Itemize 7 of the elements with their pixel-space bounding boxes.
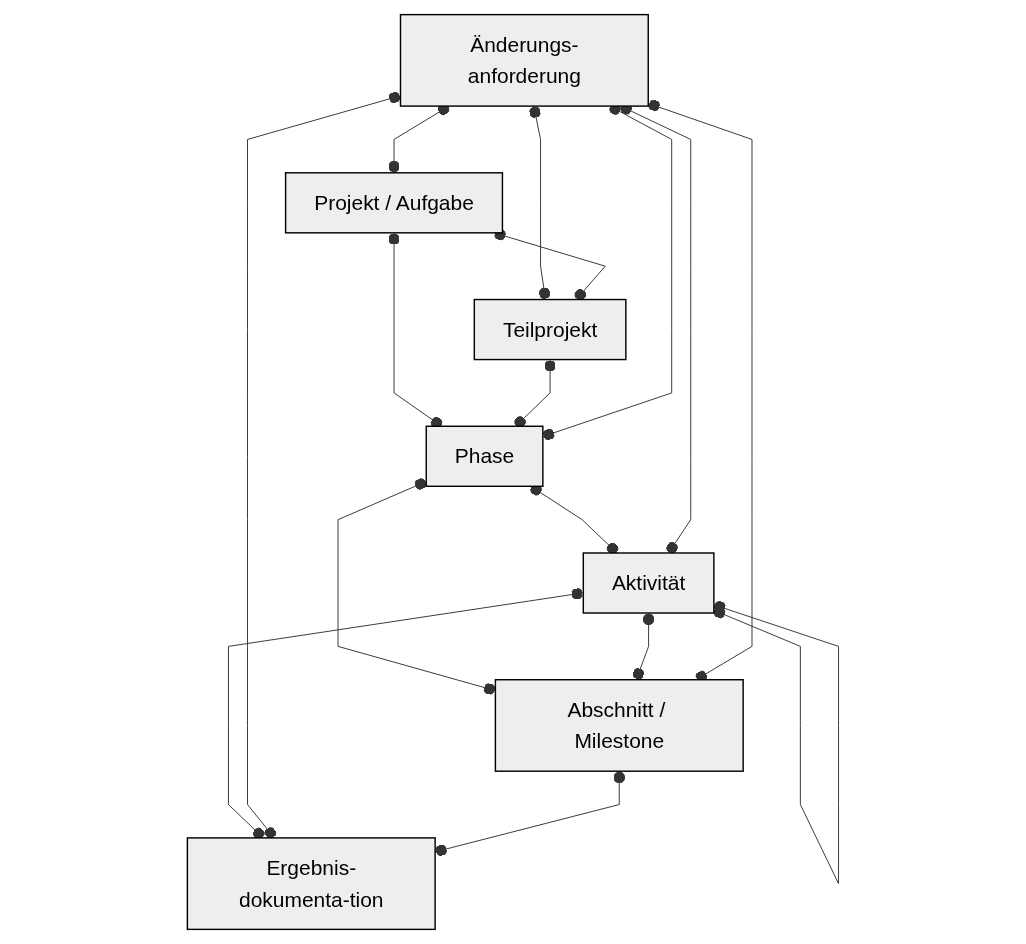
node-box: Abschnitt / Milestone: [494, 679, 744, 772]
node-box: Änderungs-anforderung: [399, 13, 649, 107]
node-box: Aktivität: [582, 552, 715, 614]
node-box: Projekt / Aufgabe: [284, 172, 504, 234]
node-box: Teilprojekt: [473, 298, 627, 361]
node-box: Phase: [425, 425, 544, 487]
node-box: Ergebnis-dokumenta-tion: [186, 837, 436, 931]
